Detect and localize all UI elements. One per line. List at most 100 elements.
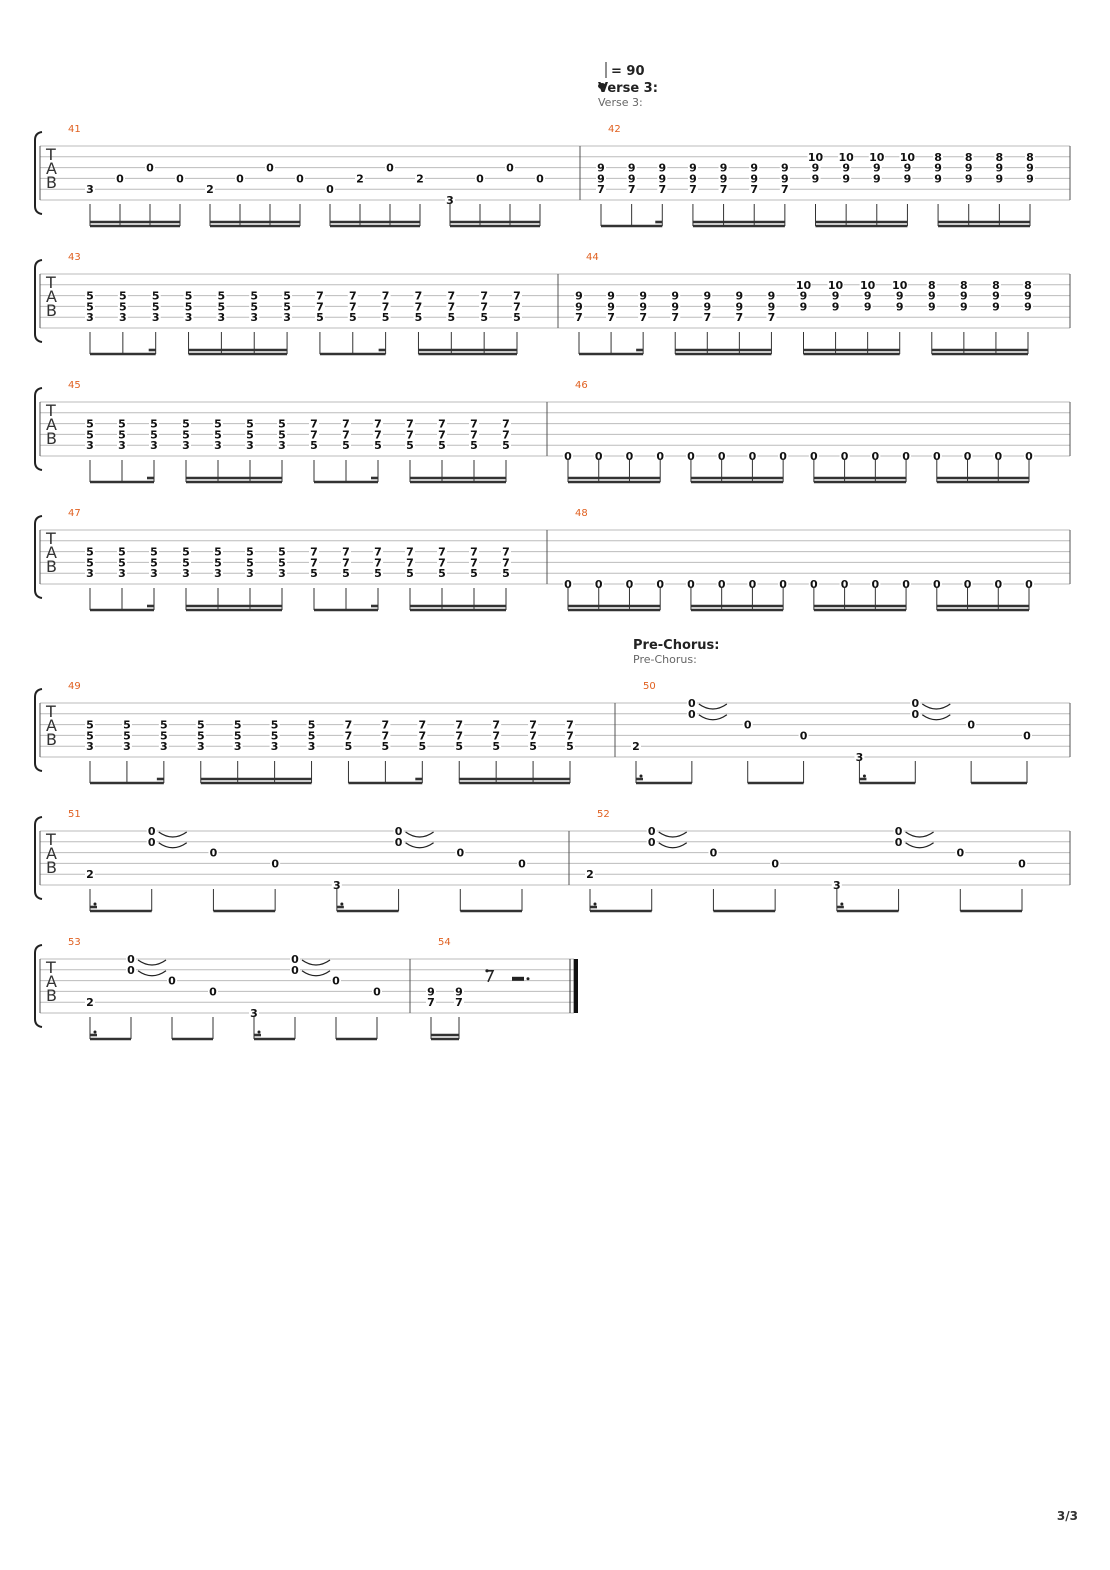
fret-number: 5	[182, 428, 190, 441]
fret-number: 7	[349, 300, 357, 313]
tab-clef-letter: A	[46, 972, 57, 991]
fret-number: 9	[934, 172, 942, 185]
fret-number: 7	[480, 300, 488, 313]
fret-mask	[807, 150, 824, 163]
fret-mask	[309, 545, 319, 558]
fret-mask	[373, 428, 383, 441]
fret-number: 9	[992, 290, 1000, 303]
fret-mask	[149, 545, 159, 558]
fret-mask	[830, 300, 841, 313]
fret-number: 5	[246, 428, 254, 441]
tab-clef-letter: B	[46, 429, 57, 448]
fret-number: 5	[278, 428, 286, 441]
fret-mask	[181, 567, 191, 580]
fret-number: 5	[283, 300, 291, 313]
fret-mask	[958, 289, 969, 302]
fret-mask	[380, 718, 391, 731]
fret-number: 0	[271, 857, 279, 870]
fret-mask	[841, 172, 852, 185]
fret-mask	[958, 278, 969, 291]
fret-mask	[479, 311, 490, 324]
tab-clef-letter: A	[46, 159, 57, 178]
fret-number: 0	[332, 975, 340, 988]
fret-number: 0	[148, 825, 156, 838]
fret-mask	[85, 300, 95, 313]
fret-mask	[341, 556, 351, 569]
fret-mask	[343, 718, 354, 731]
fret-number: 7	[382, 290, 390, 303]
fret-mask	[309, 556, 319, 569]
fret-number: 9	[896, 290, 904, 303]
fret-number: 0	[1018, 857, 1026, 870]
fret-mask	[195, 729, 206, 742]
fret-mask	[624, 578, 635, 590]
fret-number: 0	[718, 578, 726, 591]
fret-number: 5	[278, 418, 286, 431]
fret-number: 7	[427, 996, 435, 1009]
fret-mask	[931, 578, 942, 590]
fret-mask	[870, 578, 881, 590]
fret-number: 5	[502, 439, 510, 452]
fret-number: 3	[123, 740, 131, 753]
quarter-note-icon	[598, 83, 606, 89]
fret-mask	[933, 150, 944, 163]
fret-mask	[1024, 450, 1034, 462]
rhythm-dot	[639, 774, 643, 778]
fret-mask	[686, 697, 697, 709]
fret-mask	[475, 172, 485, 185]
fret-number: 0	[127, 964, 135, 977]
fret-number: 5	[197, 729, 205, 742]
tab-clef-letter: B	[46, 730, 57, 749]
rhythm-dot	[93, 1030, 97, 1034]
fret-number: 0	[656, 578, 664, 591]
bar-number: 53	[68, 937, 81, 948]
fret-number: 5	[152, 300, 160, 313]
fret-mask	[994, 161, 1005, 174]
fret-number: 5	[447, 311, 455, 324]
fret-mask	[512, 300, 522, 313]
fret-number: 7	[492, 719, 500, 732]
fret-mask	[117, 311, 128, 324]
fret-number: 7	[502, 546, 510, 559]
rhythm-dot	[340, 902, 344, 906]
fret-mask	[149, 428, 159, 441]
tab-clef-letter: T	[45, 145, 56, 164]
fret-mask	[277, 439, 287, 452]
fret-number: 0	[648, 836, 656, 849]
fret-number: 7	[382, 719, 390, 732]
fret-mask	[718, 183, 729, 196]
fret-number: 7	[529, 719, 537, 732]
fret-number: 3	[833, 879, 841, 892]
fret-mask	[446, 311, 457, 324]
fret-number: 8	[934, 151, 942, 164]
fret-number: 0	[872, 450, 880, 463]
fret-mask	[585, 868, 595, 881]
fret-mask	[469, 545, 479, 558]
tab-system: TAB4555355355355355355355377577577577577…	[34, 380, 1071, 484]
fret-mask	[417, 740, 428, 753]
fret-number: 0	[395, 825, 403, 838]
fret-mask	[306, 718, 317, 731]
fret-number: 7	[658, 183, 666, 196]
fret-number: 5	[185, 290, 193, 303]
fret-mask	[117, 439, 127, 452]
fret-number: 5	[566, 740, 574, 753]
tab-clef-letter: T	[45, 401, 56, 420]
fret-number: 0	[810, 578, 818, 591]
fret-mask	[926, 289, 937, 302]
fret-mask	[150, 300, 161, 313]
fret-number: 7	[316, 300, 324, 313]
fret-mask	[415, 172, 425, 185]
fret-number: 0	[964, 578, 972, 591]
tab-clef-letter: T	[45, 702, 56, 721]
fret-number: 9	[736, 290, 744, 303]
fret-mask	[270, 857, 281, 870]
fret-mask	[183, 311, 194, 324]
fret-number: 5	[86, 729, 94, 742]
fret-number: 7	[502, 428, 510, 441]
fret-mask	[373, 556, 383, 569]
fret-number: 3	[214, 567, 222, 580]
fret-number: 2	[586, 868, 594, 881]
fret-number: 0	[1025, 578, 1033, 591]
fret-number: 0	[749, 578, 757, 591]
